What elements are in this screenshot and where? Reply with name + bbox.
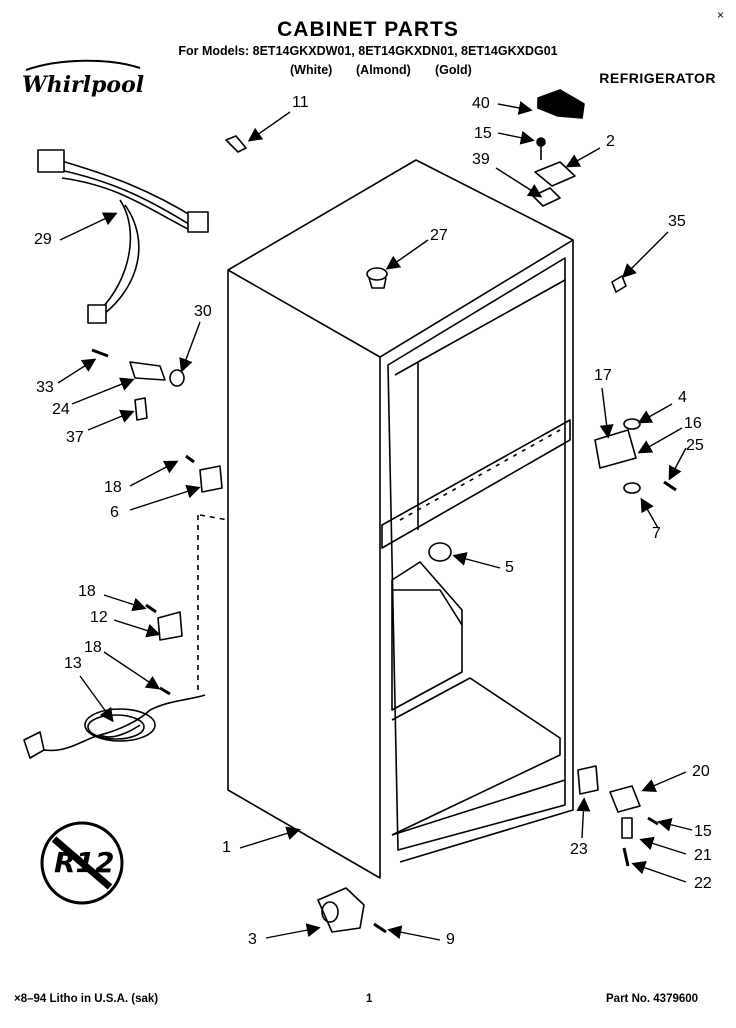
corner-mark: ×: [716, 8, 724, 22]
callout-22: 22: [694, 875, 712, 892]
callout-39: 39: [472, 151, 490, 168]
footer-litho: ×8–94 Litho in U.S.A. (sak): [14, 993, 159, 1005]
callout-13: 13: [64, 655, 82, 672]
callout-6: 6: [110, 504, 119, 521]
callout-24: 24: [52, 401, 70, 418]
hinge-cover: [537, 89, 585, 119]
page-title: CABINET PARTS: [277, 18, 459, 41]
thermostat-bracket: [129, 361, 166, 381]
callout-2: 2: [606, 133, 615, 150]
color-almond: (Almond): [356, 63, 411, 77]
screw-11: [225, 135, 247, 153]
callout-35: 35: [668, 213, 686, 230]
callout-7: 7: [652, 525, 661, 542]
wire-harness: [57, 159, 196, 315]
callout-3: 3: [248, 931, 257, 948]
model-numbers: For Models: 8ET14GKXDW01, 8ET14GKXDN01, …: [178, 44, 558, 58]
callout-37: 37: [66, 429, 84, 446]
center-hinge: [594, 429, 637, 469]
callout-25: 25: [686, 437, 704, 454]
color-gold: (Gold): [435, 63, 472, 77]
callout-18-a: 18: [104, 479, 122, 496]
callout-15-bottom: 15: [694, 823, 712, 840]
callout-17: 17: [594, 367, 612, 384]
callout-23: 23: [570, 841, 588, 858]
callout-12: 12: [90, 609, 108, 626]
callout-11: 11: [292, 94, 309, 111]
callout-9: 9: [446, 931, 455, 948]
divider-rail: [381, 419, 571, 549]
fresh-food-liner: [391, 677, 561, 836]
brand-logo: Whirlpool: [22, 72, 145, 98]
callout-40: 40: [472, 95, 490, 112]
footer-page-number: 1: [366, 993, 373, 1005]
roller-assembly: [317, 887, 365, 933]
callout-18-c: 18: [84, 639, 102, 656]
callout-27: 27: [430, 227, 448, 244]
callout-29: 29: [34, 231, 52, 248]
callout-33: 33: [36, 379, 54, 396]
r12-badge-text: R12: [54, 846, 115, 879]
callout-30: 30: [194, 303, 212, 320]
callout-20: 20: [692, 763, 710, 780]
color-white: (White): [290, 63, 333, 77]
r12-badge: [40, 821, 124, 905]
callout-5: 5: [505, 559, 514, 576]
callout-15-top: 15: [474, 125, 492, 142]
top-hinge: [534, 161, 576, 187]
footer-part-number: Part No. 4379600: [606, 993, 699, 1005]
callout-21: 21: [694, 847, 712, 864]
section-label: REFRIGERATOR: [599, 70, 716, 86]
callout-18-b: 18: [78, 583, 96, 600]
bottom-hinge: [609, 785, 641, 813]
callout-16: 16: [684, 415, 702, 432]
cabinet-shell: [227, 159, 574, 879]
callout-1: 1: [222, 839, 231, 856]
power-cord: [27, 694, 206, 752]
freezer-liner: [391, 561, 463, 711]
callout-4: 4: [678, 389, 687, 406]
cabinet-front-frame: [387, 257, 566, 851]
